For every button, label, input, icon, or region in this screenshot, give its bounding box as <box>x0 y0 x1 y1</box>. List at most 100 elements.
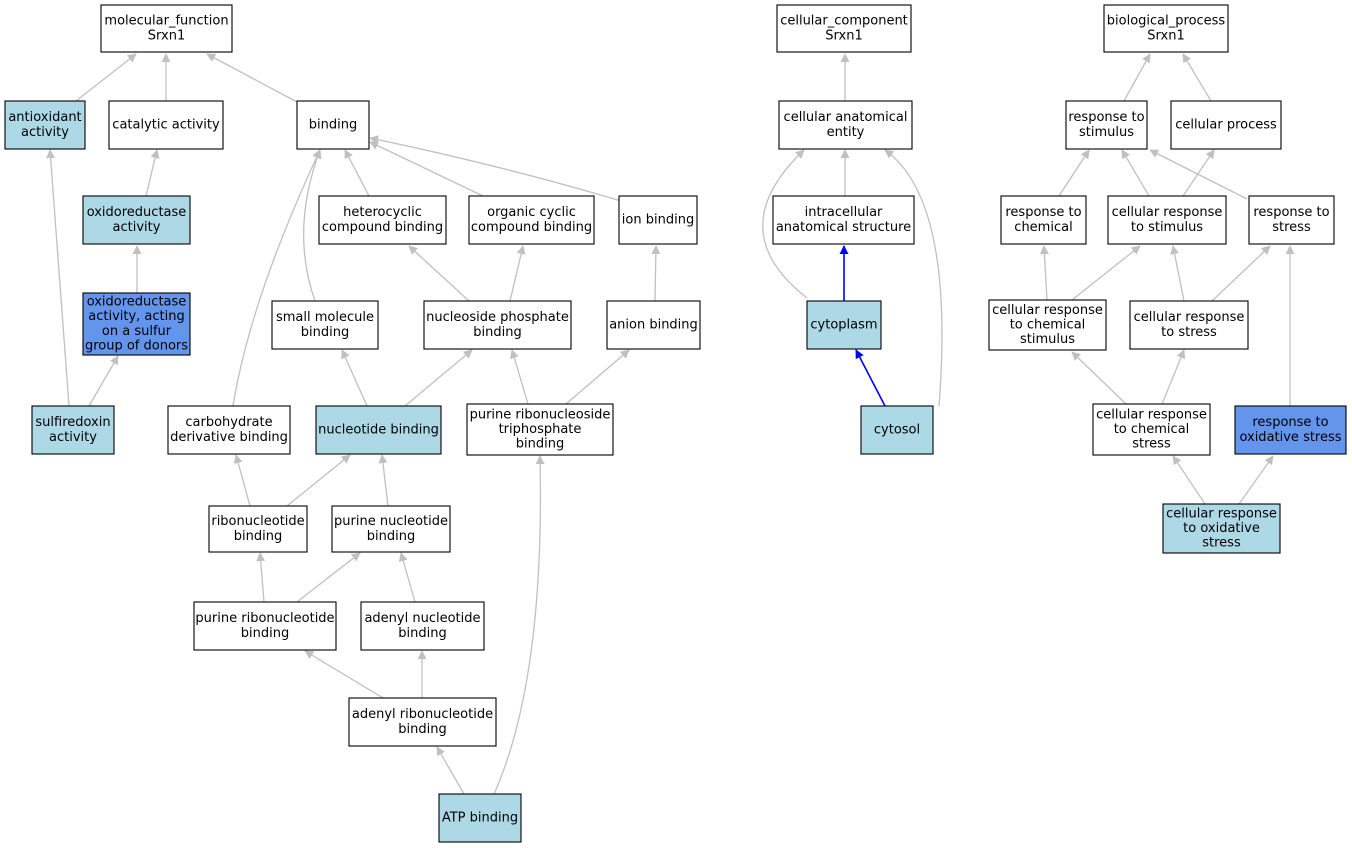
edge-cellular_response_chemical_stimulus-to-cellular_response_stimulus <box>1071 245 1141 301</box>
node-label: cellular response <box>1096 407 1207 422</box>
node-label: binding <box>309 118 357 133</box>
node-box <box>208 505 308 553</box>
node-box <box>331 505 451 553</box>
node-label: stress <box>1202 536 1241 551</box>
node-nucleotide-binding[interactable]: nucleotide binding <box>315 405 442 455</box>
node-label: cellular response <box>1166 506 1277 521</box>
node-cytoplasm[interactable]: cytoplasm <box>806 300 882 350</box>
node-label: binding <box>398 626 446 641</box>
edge-cellular_response_chemical_stress-to-cellular_response_stress <box>1161 349 1186 405</box>
node-label: binding <box>301 325 349 340</box>
node-box <box>1170 100 1282 150</box>
node-label: antioxidant <box>8 110 81 125</box>
node-label: to stimulus <box>1131 220 1203 235</box>
node-label: entity <box>827 125 865 140</box>
node-box <box>318 195 447 245</box>
node-label: oxidative stress <box>1239 430 1341 445</box>
edge-oxidoreductase-to-catalytic <box>145 149 160 197</box>
node-label: derivative binding <box>170 430 288 445</box>
node-catalytic[interactable]: catalytic activity <box>108 100 224 150</box>
edge-purine_ribonucleotide-to-purine_nucleotide <box>296 552 361 603</box>
node-label: binding <box>234 529 282 544</box>
node-label: activity <box>21 125 69 140</box>
edge-cellular_response_stress-to-response_stress <box>1211 245 1271 302</box>
node-label: Srxn1 <box>148 28 185 43</box>
node-box <box>1162 503 1281 554</box>
node-box <box>271 300 379 350</box>
node-box <box>468 195 595 245</box>
edge-binding-to-mf <box>206 53 298 103</box>
node-label: organic cyclic <box>487 205 576 220</box>
node-box <box>423 300 572 350</box>
edge-response_chemical-to-response_stimulus <box>1058 149 1090 197</box>
node-label: response to <box>1005 205 1081 220</box>
node-label: ion binding <box>622 213 694 228</box>
node-box <box>1065 100 1148 150</box>
node-label: cellular process <box>1175 118 1277 133</box>
node-label: to oxidative <box>1183 521 1260 536</box>
edge-purine_ribonucleoside_tp-to-nucleoside_phosphate <box>509 349 529 405</box>
node-anion-binding[interactable]: anion binding <box>606 300 701 350</box>
node-box <box>606 300 701 350</box>
node-cellular-process[interactable]: cellular process <box>1170 100 1282 150</box>
edge-carbohydrate-to-binding <box>232 149 321 407</box>
node-label: purine ribonucleoside <box>470 407 611 422</box>
node-atp-binding[interactable]: ATP binding <box>438 793 522 843</box>
node-binding[interactable]: binding <box>296 100 370 150</box>
edge-adenyl_nucleotide-to-purine_nucleotide <box>398 552 416 603</box>
node-label: Srxn1 <box>825 28 862 43</box>
nodes-layer: molecular_functionSrxn1antioxidantactivi… <box>4 4 1347 843</box>
node-box <box>618 195 698 245</box>
node-box <box>100 4 233 53</box>
node-label: intracellular <box>805 205 883 220</box>
node-box <box>108 100 224 150</box>
edge-cellular_response_oxidative-to-cellular_response_chemical_stress <box>1172 455 1206 505</box>
edge-cellular_response_stimulus-to-cellular_process <box>1182 149 1215 197</box>
node-label: cellular_component <box>780 14 908 29</box>
node-label: molecular_function <box>104 14 228 29</box>
node-ion-binding[interactable]: ion binding <box>618 195 698 245</box>
node-box <box>1248 195 1335 245</box>
node-label: purine ribonucleotide <box>195 611 334 626</box>
node-box <box>82 292 191 356</box>
node-box <box>778 100 913 150</box>
node-label: anatomical structure <box>776 220 911 235</box>
node-label: carbohydrate <box>185 415 272 430</box>
node-label: cellular response <box>1112 205 1223 220</box>
edge-cellular_response_chemical_stress-to-cellular_response_chemical_stimulus <box>1071 351 1127 405</box>
edge-cellular_response_oxidative-to-response_oxidative <box>1238 455 1274 505</box>
node-box <box>348 697 497 747</box>
node-cytosol[interactable]: cytosol <box>860 405 934 455</box>
node-label: ATP binding <box>442 811 518 826</box>
